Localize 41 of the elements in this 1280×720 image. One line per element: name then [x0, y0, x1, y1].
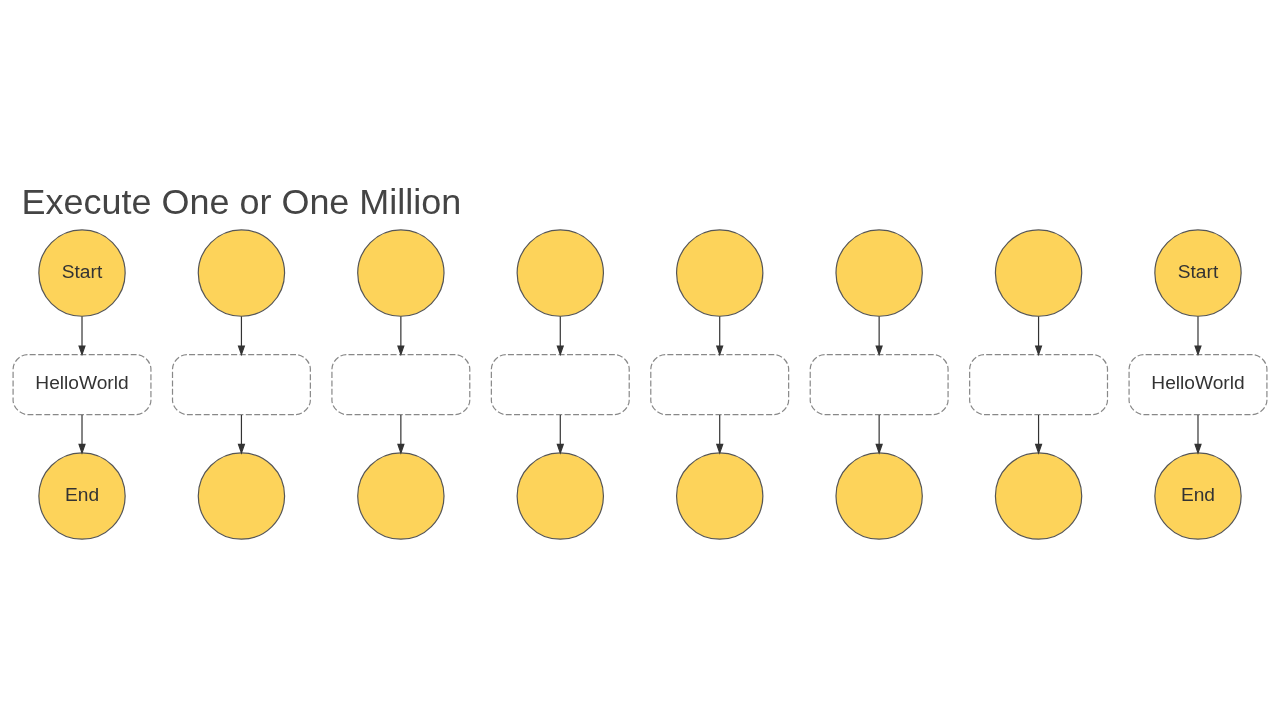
arrow — [556, 414, 565, 455]
arrow — [397, 414, 405, 455]
node-circle — [675, 229, 764, 317]
node-circle: End — [38, 452, 126, 540]
arrow — [1034, 315, 1043, 357]
node-circle — [197, 452, 286, 540]
arrow — [397, 315, 405, 357]
node-circle — [994, 229, 1083, 317]
node-circle — [835, 452, 923, 540]
node-circle — [675, 452, 764, 540]
node-circle — [357, 452, 445, 540]
arrow — [78, 414, 86, 455]
node-box — [490, 354, 630, 416]
arrow — [875, 315, 883, 357]
node-circle: Start — [1154, 229, 1242, 317]
node-box — [171, 354, 311, 416]
node-circle — [516, 229, 605, 317]
arrow — [715, 414, 724, 455]
node-box — [809, 354, 949, 416]
arrow — [1194, 414, 1202, 455]
arrow — [237, 315, 246, 357]
arrow — [556, 315, 565, 357]
arrow — [1194, 315, 1202, 357]
arrow — [875, 414, 883, 455]
node-circle — [357, 229, 445, 317]
arrow — [715, 315, 724, 357]
node-circle: Start — [38, 229, 126, 317]
arrow — [237, 414, 246, 455]
node-box — [331, 354, 471, 416]
node-circle: End — [1154, 452, 1242, 540]
node-circle — [994, 452, 1083, 540]
node-box: HelloWorld — [1128, 354, 1268, 416]
node-box: HelloWorld — [12, 354, 152, 416]
node-box — [969, 354, 1109, 416]
node-circle — [835, 229, 923, 317]
node-box — [650, 354, 790, 416]
diagram-title: Execute One or One Million — [21, 181, 462, 223]
arrow — [1034, 414, 1043, 455]
node-circle — [197, 229, 286, 317]
arrow — [78, 315, 86, 357]
node-circle — [516, 452, 605, 540]
